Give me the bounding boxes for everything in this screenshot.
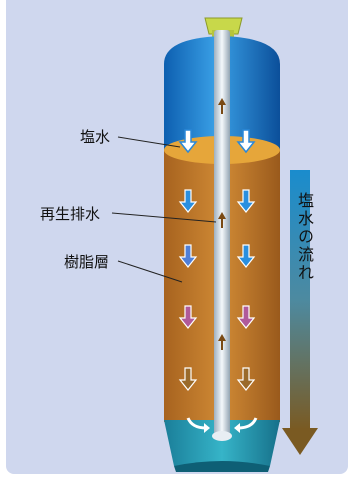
leader-line-regen-drain xyxy=(111,212,217,223)
down-arrow-icon xyxy=(236,244,256,268)
down-arrow-icon xyxy=(178,244,198,268)
up-arrow-icon xyxy=(218,212,226,228)
leader-line-resin-layer xyxy=(117,260,183,283)
bottom-zone xyxy=(164,420,280,466)
center-pipe xyxy=(214,30,230,435)
down-arrow-icon xyxy=(178,189,198,213)
down-arrow-icon xyxy=(236,129,256,154)
label-brine-flow: 塩水の流れ xyxy=(295,192,314,282)
label-resin-layer: 樹脂層 xyxy=(64,253,110,271)
up-arrow-icon xyxy=(218,334,226,350)
down-arrow-icon xyxy=(178,129,198,154)
curved-arrow-icon xyxy=(186,417,210,433)
down-arrow-icon xyxy=(236,367,256,391)
label-brine: 塩水 xyxy=(80,128,111,146)
leader-line-brine xyxy=(117,136,181,148)
down-arrow-icon xyxy=(236,305,256,329)
large-down-arrow-icon xyxy=(282,170,318,455)
label-regen-drain: 再生排水 xyxy=(40,205,101,223)
down-arrow-icon xyxy=(178,367,198,391)
down-arrow-icon xyxy=(178,305,198,329)
down-arrow-icon xyxy=(236,189,256,213)
curved-arrow-icon xyxy=(234,417,258,433)
up-arrow-icon xyxy=(218,98,226,114)
